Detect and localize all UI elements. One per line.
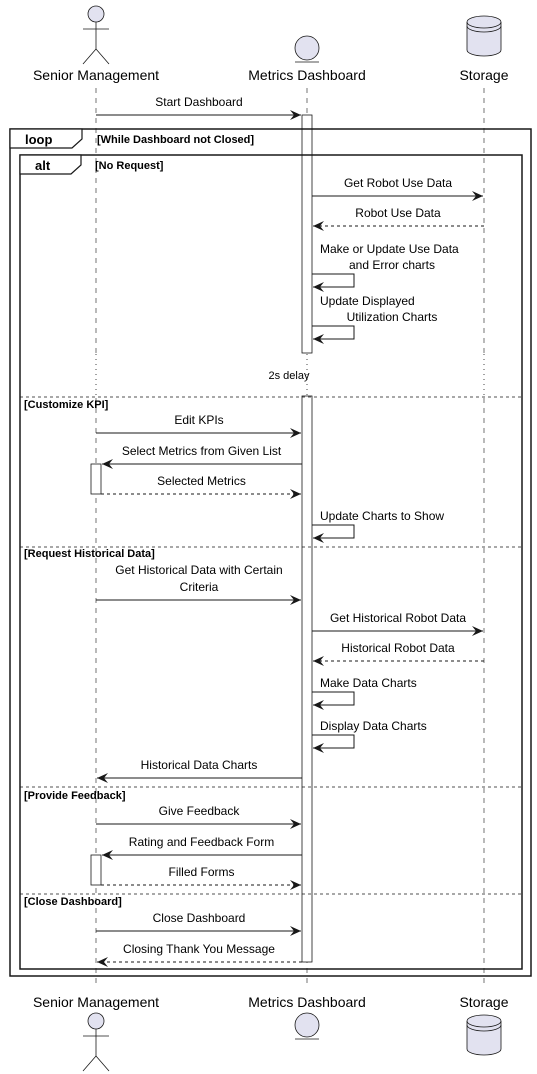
message-label: Selected Metrics (157, 474, 246, 488)
message: Selected Metrics (101, 474, 301, 499)
alt-condition: [Customize KPI] (24, 399, 109, 411)
message: Select Metrics from Given List (102, 444, 302, 469)
message-label: Display Data Charts (320, 719, 427, 733)
message: Get Robot Use Data (312, 176, 483, 201)
message: Edit KPIs (96, 413, 301, 438)
participant-label-md: Metrics Dashboard (248, 994, 366, 1010)
activation-bar (90, 463, 102, 495)
message: Rating and Feedback Form (102, 835, 302, 860)
database-icon (466, 1014, 502, 1056)
activation-bar (90, 854, 102, 886)
message-label: Update Charts to Show (320, 509, 444, 523)
message-label: Utilization Charts (347, 310, 438, 324)
message: Get Historical Robot Data (312, 611, 483, 636)
actor-icon (82, 5, 110, 65)
message-label: Edit KPIs (174, 413, 223, 427)
message: Close Dashboard (96, 911, 301, 936)
message: Give Feedback (96, 804, 301, 829)
participant-label-md: Metrics Dashboard (248, 67, 366, 83)
loop-condition: [While Dashboard not Closed] (97, 134, 254, 146)
message: Start Dashboard (96, 95, 301, 120)
message-label: Closing Thank You Message (123, 942, 275, 956)
message-label: Select Metrics from Given List (122, 444, 282, 458)
message-label: Make or Update Use Data (320, 242, 459, 256)
message-arrow (312, 524, 355, 543)
message: Update Charts to Show (312, 509, 444, 543)
message-label: Make Data Charts (320, 676, 417, 690)
message: Historical Data Charts (97, 758, 302, 783)
activation-bar (301, 114, 313, 354)
alt-condition: [Request Historical Data] (24, 548, 155, 560)
participant-label-sm: Senior Management (33, 994, 159, 1010)
message-label: Get Historical Robot Data (330, 611, 466, 625)
loop-frame (9, 128, 532, 977)
message-arrow (312, 691, 355, 710)
message: Historical Robot Data (313, 641, 484, 666)
alt-condition: [No Request] (95, 160, 164, 172)
message: Closing Thank You Message (97, 942, 302, 967)
delay-label: 2s delay (269, 370, 310, 382)
message: Display Data Charts (312, 719, 427, 753)
message: Filled Forms (101, 865, 301, 890)
participant-label-sm: Senior Management (33, 67, 159, 83)
loop-frame-tab (9, 128, 83, 149)
message-arrow (312, 734, 355, 753)
message: Make or Update Use Data and Error charts (312, 242, 459, 292)
message-arrow (312, 325, 355, 344)
message-label: Close Dashboard (153, 911, 246, 925)
message-label: and Error charts (349, 258, 435, 272)
message-arrow (312, 273, 355, 292)
entity-icon (294, 1012, 320, 1040)
entity-icon (294, 35, 320, 63)
message-label: Get Historical Data with Certain (115, 563, 282, 577)
message-label: Give Feedback (159, 804, 241, 818)
message-label: Filled Forms (168, 865, 234, 879)
actor-icon (82, 1012, 110, 1072)
alt-condition: [Close Dashboard] (24, 896, 122, 908)
message-label: Rating and Feedback Form (129, 835, 274, 849)
alt-condition: [Provide Feedback] (24, 790, 126, 802)
participant-label-st: Storage (459, 994, 508, 1010)
message-label: Get Robot Use Data (344, 176, 452, 190)
message-label: Criteria (180, 580, 219, 594)
message: Robot Use Data (313, 206, 484, 231)
loop-keyword: loop (25, 132, 52, 147)
alt-frame-tab (19, 154, 82, 175)
message-label: Update Displayed (320, 294, 415, 308)
message-label: Start Dashboard (155, 95, 242, 109)
message-label: Historical Robot Data (341, 641, 455, 655)
message-label: Robot Use Data (355, 206, 441, 220)
activation-bar (301, 395, 313, 963)
message-label: Historical Data Charts (141, 758, 258, 772)
alt-keyword: alt (35, 158, 51, 173)
message: Make Data Charts (312, 676, 417, 710)
database-icon (466, 15, 502, 57)
participant-label-st: Storage (459, 67, 508, 83)
alt-frame (19, 154, 523, 970)
